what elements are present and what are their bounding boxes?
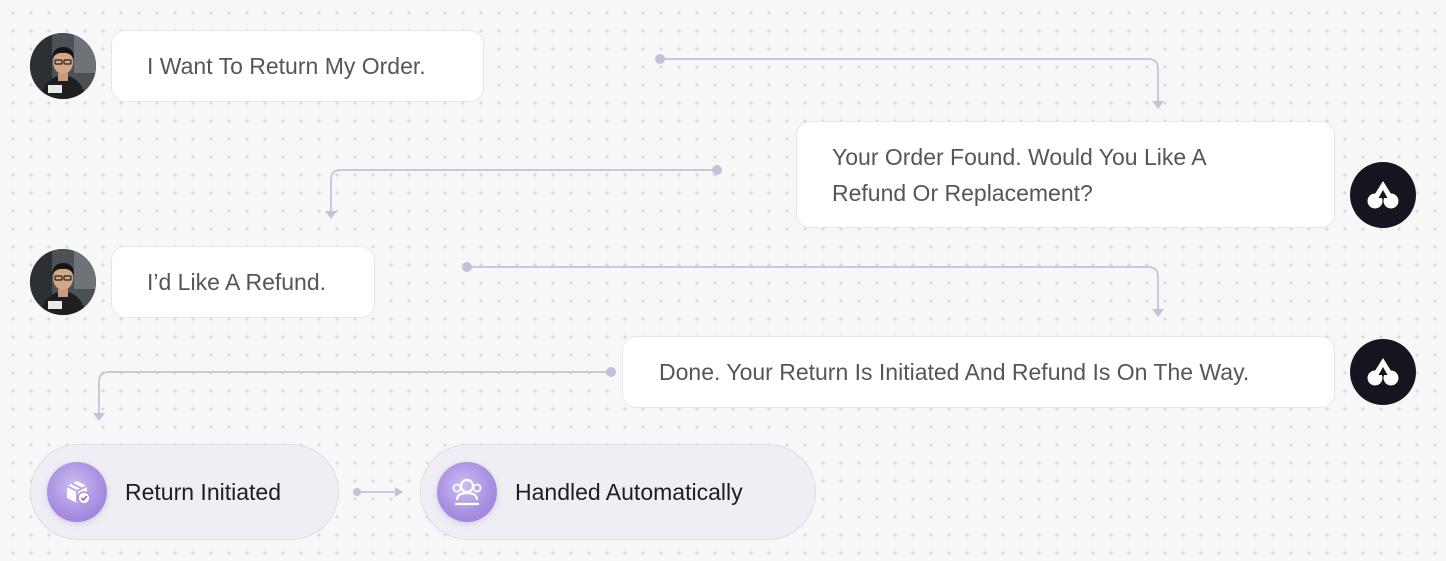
message-text: Done. Your Return Is Initiated And Refun… bbox=[659, 359, 1250, 385]
status-label: Handled Automatically bbox=[515, 478, 743, 505]
message-text: I’d Like A Refund. bbox=[147, 269, 327, 295]
message-text: I Want To Return My Order. bbox=[147, 53, 426, 79]
status-pill-return-initiated: Return Initiated bbox=[30, 444, 339, 540]
assistant-avatar bbox=[1350, 339, 1416, 405]
assistant-avatar bbox=[1350, 162, 1416, 228]
assistant-message-bubble: Your Order Found. Would You Like A Refun… bbox=[796, 121, 1335, 228]
customer-message-bubble: I Want To Return My Order. bbox=[111, 30, 484, 102]
assistant-message-bubble: Done. Your Return Is Initiated And Refun… bbox=[622, 336, 1335, 408]
package-check-icon bbox=[47, 462, 107, 522]
customer-message-bubble: I’d Like A Refund. bbox=[111, 246, 375, 318]
status-label: Return Initiated bbox=[125, 478, 281, 505]
customer-avatar bbox=[30, 33, 96, 99]
assistant-logo-icon bbox=[1367, 358, 1399, 386]
customer-avatar bbox=[30, 249, 96, 315]
assistant-logo-icon bbox=[1367, 181, 1399, 209]
status-pill-handled-automatically: Handled Automatically bbox=[420, 444, 816, 540]
user-group-icon bbox=[437, 462, 497, 522]
message-text: Your Order Found. Would You Like A Refun… bbox=[832, 143, 1206, 206]
